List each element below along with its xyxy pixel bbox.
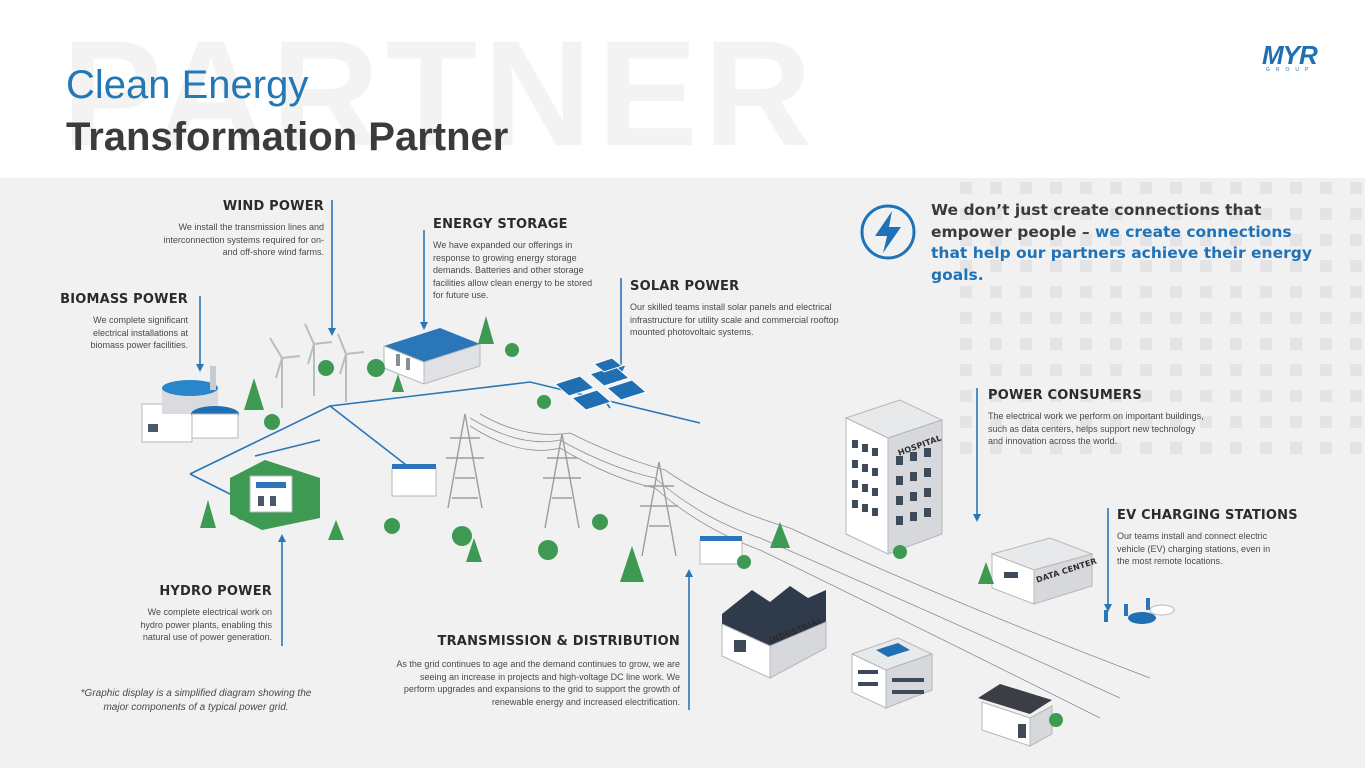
solar-power-section: SOLAR POWER Our skilled teams install so… [630,279,845,339]
transmission-section: TRANSMISSION & DISTRIBUTION As the grid … [390,634,680,708]
data-center-building [990,537,1094,605]
page-title-line1: Clean Energy [66,63,309,107]
wind-power-text: We install the transmission lines and in… [163,222,324,257]
trees [200,316,1063,727]
substations [391,464,743,565]
solar-power-heading: SOLAR POWER [630,279,740,294]
hydro-plant [230,460,320,530]
wind-turbines [269,323,365,408]
house-building [978,684,1053,747]
ev-charging-text: Our teams install and connect electric v… [1117,531,1271,566]
energy-storage-text: We have expanded our offerings in respon… [433,240,593,300]
biomass-power-section: BIOMASS POWER We complete significant el… [60,292,188,352]
hydro-power-section: HYDRO POWER We complete electrical work … [128,584,272,644]
industrial-building [721,586,827,679]
hydro-power-text: We complete electrical work on hydro pow… [140,607,272,642]
lightning-bolt-icon [860,204,916,260]
grid-illustration [141,182,1362,747]
transmission-heading: TRANSMISSION & DISTRIBUTION [437,634,680,649]
transmission-towers [446,413,678,557]
energy-storage-section: ENERGY STORAGE We have expanded our offe… [433,217,598,302]
solar-panel-array [553,357,648,411]
value-statement: We don’t just create connections that em… [931,200,1331,286]
header: PARTNER Clean Energy Transformation Part… [0,0,1365,178]
myr-group-logo[interactable]: MYR GROUP [1262,42,1324,74]
power-consumers-text: The electrical work we perform on import… [988,411,1204,446]
page-title-line2: Transformation Partner [66,115,509,159]
grid-connection-lines [189,200,1109,710]
ev-charging-section: EV CHARGING STATIONS Our teams install a… [1117,508,1298,568]
ev-charging-station [1104,598,1175,624]
hospital-building [844,399,944,555]
logo-wordmark: MYR [1262,40,1318,70]
wind-power-heading: WIND POWER [222,199,324,214]
quote-lead: We don’t just create connections that em… [931,201,1262,241]
quote-highlight: we create connections that help our part… [931,222,1312,284]
ev-charging-heading: EV CHARGING STATIONS [1117,508,1298,523]
decorative-square-pattern [960,182,1362,454]
wind-power-section: WIND POWER We install the transmission l… [150,199,324,259]
footnote: *Graphic display is a simplified diagram… [80,688,312,713]
power-consumers-heading: POWER CONSUMERS [988,388,1142,403]
power-grid-diagram: HOSPITAL DATA CENTER INDUSTRIAL [0,178,1365,768]
transmission-text: As the grid continues to age and the dem… [396,659,680,707]
biomass-power-text: We complete significant electrical insta… [90,315,188,350]
hydro-power-heading: HYDRO POWER [159,584,272,599]
biomass-power-heading: BIOMASS POWER [60,292,188,307]
power-consumers-section: POWER CONSUMERS The electrical work we p… [988,388,1206,448]
energy-storage-units [383,328,481,385]
logo-subtext: GROUP [1266,67,1315,73]
biomass-plant [141,366,239,443]
energy-storage-heading: ENERGY STORAGE [433,217,568,232]
office-building [850,637,934,709]
watermark-text: PARTNER [62,9,818,177]
solar-power-text: Our skilled teams install solar panels a… [630,302,839,337]
